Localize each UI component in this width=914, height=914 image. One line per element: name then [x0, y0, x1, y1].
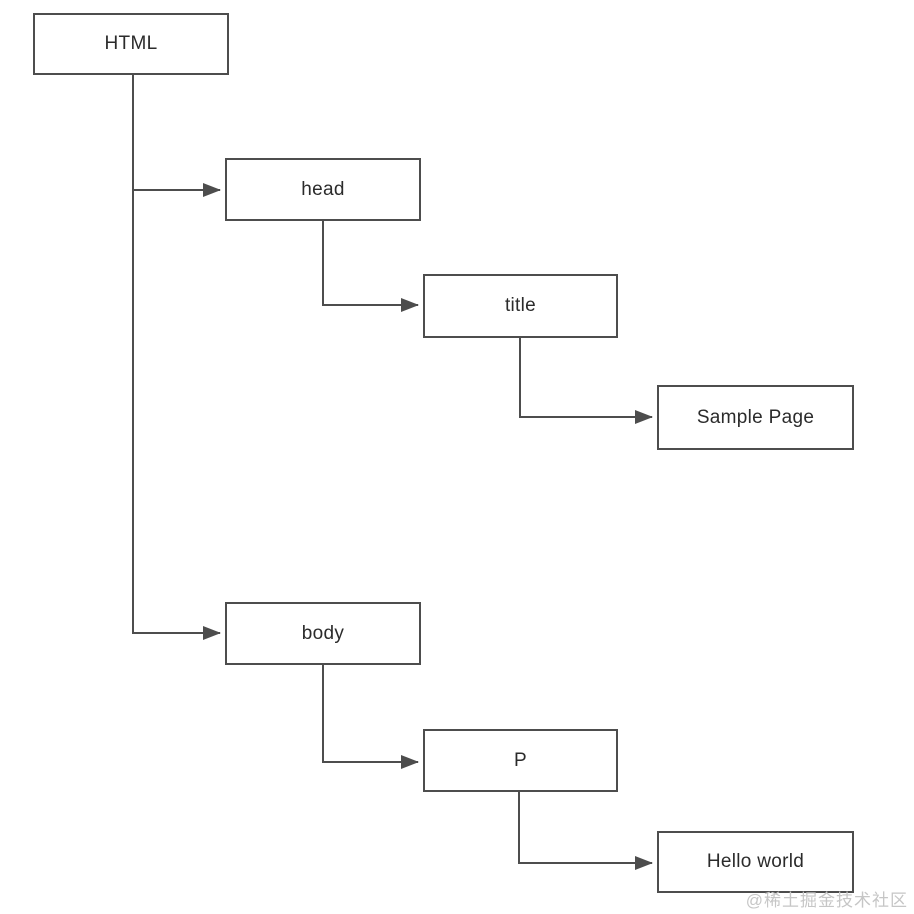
edge-html-body: [132, 75, 221, 640]
node-head-label: head: [301, 178, 345, 200]
node-hello-world: Hello world: [657, 831, 854, 893]
edge-body-p: [322, 665, 419, 769]
node-body: body: [225, 602, 421, 665]
node-head: head: [225, 158, 421, 221]
node-sample-page: Sample Page: [657, 385, 854, 450]
node-html-label: HTML: [104, 33, 158, 54]
node-title: title: [423, 274, 618, 338]
node-body-label: body: [301, 622, 345, 644]
node-html: HTML: [33, 13, 229, 75]
node-p: P: [423, 729, 618, 792]
edge-head-title: [322, 221, 419, 312]
node-title-label: title: [504, 295, 537, 316]
node-sample-page-label: Sample Page: [696, 406, 815, 428]
node-p-label: P: [514, 749, 527, 771]
node-hello-world-label: Hello world: [706, 851, 805, 872]
edge-p-hello: [518, 792, 653, 870]
edge-title-sample: [519, 338, 653, 424]
